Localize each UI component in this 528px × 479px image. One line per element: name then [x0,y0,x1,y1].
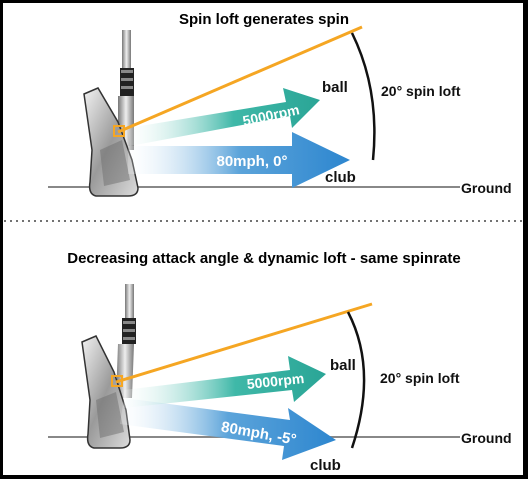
bottom-ball-arrow: 5000rpm [124,356,326,408]
bottom-club-arrow: 80mph, -5° [120,398,336,460]
bottom-ground-label: Ground [461,430,512,446]
top-club-arrow-label: 80mph, 0° [216,153,287,170]
bottom-spin-loft-arc [346,311,366,449]
top-club-label: club [325,169,356,186]
top-title: Spin loft generates spin [179,11,349,28]
bottom-title: Decreasing attack angle & dynamic loft -… [67,250,460,267]
bottom-spin-loft-label: 20° spin loft [380,370,460,386]
top-spin-loft-label: 20° spin loft [381,83,461,99]
top-ball-arrow: 5000rpm [128,88,320,146]
bottom-loft-line [115,302,373,384]
top-panel: Spin loft generates spin Ground 80mph, 0… [48,11,512,197]
bottom-ball-label: ball [330,357,356,374]
top-spin-loft-arc [350,32,376,161]
top-ground-label: Ground [461,180,512,196]
golf-iron-club-icon [81,284,136,449]
golf-iron-club-icon [83,30,139,197]
top-loft-line [117,25,363,134]
top-club-arrow: 80mph, 0° [128,132,350,188]
top-ball-label: ball [322,79,348,96]
bottom-ball-arrow-label: 5000rpm [246,370,305,392]
bottom-panel: Decreasing attack angle & dynamic loft -… [48,250,512,474]
bottom-club-label: club [310,457,341,474]
